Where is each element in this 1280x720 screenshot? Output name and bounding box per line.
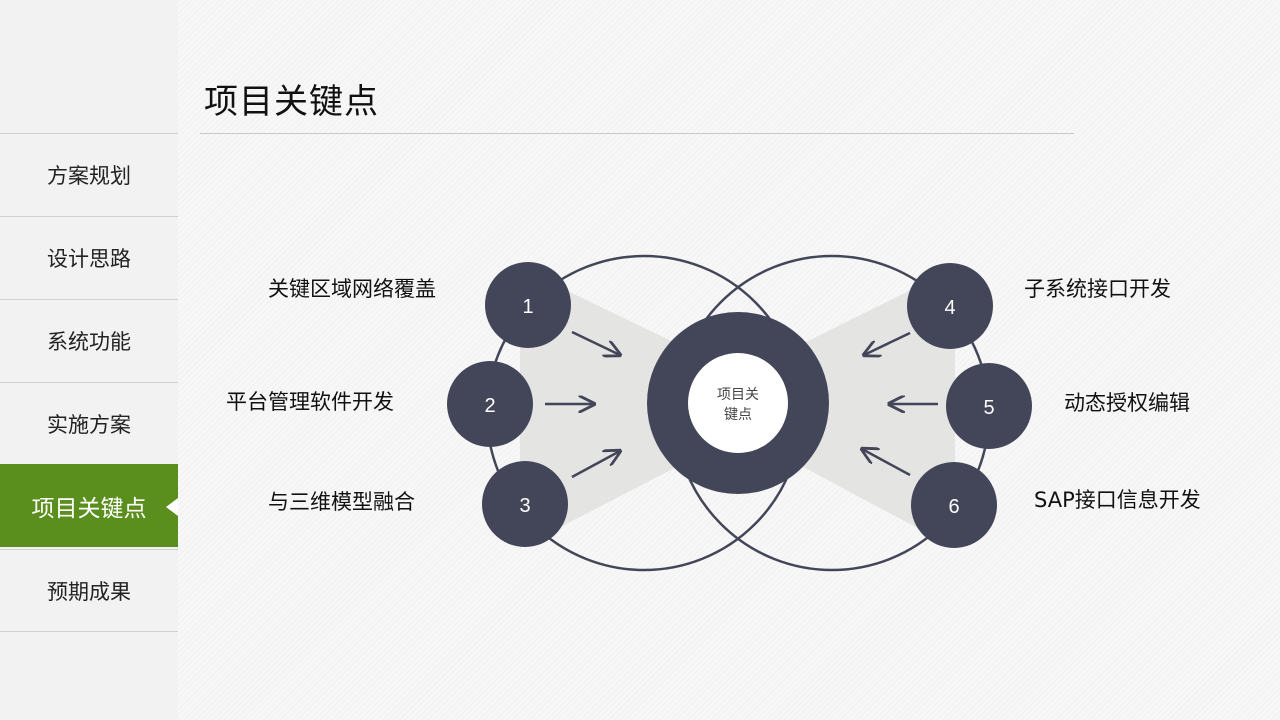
node-number: 2 bbox=[484, 395, 495, 417]
active-pointer-icon bbox=[166, 498, 178, 516]
node-2-label: 平台管理软件开发 bbox=[226, 390, 394, 414]
center-hub-inner bbox=[688, 353, 788, 453]
node-2: 2 bbox=[447, 361, 533, 447]
sidebar-item-label: 项目关键点 bbox=[31, 495, 147, 522]
node-6: 6 bbox=[911, 462, 997, 548]
arrow-3 bbox=[571, 451, 620, 479]
sidebar-item-label: 设计思路 bbox=[47, 247, 131, 271]
sidebar: 方案规划 设计思路 系统功能 实施方案 项目关键点 预期成果 bbox=[0, 0, 178, 720]
node-1: 1 bbox=[485, 262, 571, 348]
node-number: 4 bbox=[944, 297, 955, 319]
arrow-6 bbox=[862, 449, 911, 477]
right-beam bbox=[790, 268, 955, 548]
sidebar-item-label: 方案规划 bbox=[47, 164, 131, 188]
node-5-label: 动态授权编辑 bbox=[1064, 391, 1190, 415]
node-1-label: 关键区域网络覆盖 bbox=[268, 277, 436, 301]
node-number: 3 bbox=[519, 495, 530, 517]
page-title: 项目关键点 bbox=[204, 82, 379, 122]
sidebar-item-expected-results[interactable]: 预期成果 bbox=[0, 549, 178, 632]
sidebar-item-label: 预期成果 bbox=[47, 579, 131, 604]
node-4-label: 子系统接口开发 bbox=[1024, 277, 1171, 301]
left-beam bbox=[520, 268, 690, 548]
title-divider bbox=[200, 133, 1074, 134]
node-3-label: 与三维模型融合 bbox=[268, 490, 415, 514]
node-3: 3 bbox=[482, 461, 568, 547]
sidebar-item-plan[interactable]: 方案规划 bbox=[0, 133, 178, 216]
node-number: 5 bbox=[983, 397, 994, 419]
sidebar-item-implementation[interactable]: 实施方案 bbox=[0, 382, 178, 465]
center-label: 项目关 bbox=[717, 387, 759, 403]
sidebar-item-key-points[interactable]: 项目关键点 bbox=[0, 464, 178, 547]
node-4: 4 bbox=[907, 263, 993, 349]
arrow-4 bbox=[864, 331, 911, 355]
sidebar-item-label: 实施方案 bbox=[47, 413, 131, 437]
arrow-1 bbox=[571, 330, 620, 355]
node-number: 1 bbox=[522, 296, 533, 318]
sidebar-item-functions[interactable]: 系统功能 bbox=[0, 299, 178, 382]
sidebar-item-label: 系统功能 bbox=[47, 330, 131, 354]
sidebar-item-design[interactable]: 设计思路 bbox=[0, 216, 178, 299]
node-6-label: SAP接口信息开发 bbox=[1034, 488, 1201, 512]
node-5: 5 bbox=[946, 363, 1032, 449]
center-label: 键点 bbox=[724, 407, 752, 423]
node-number: 6 bbox=[948, 496, 959, 518]
